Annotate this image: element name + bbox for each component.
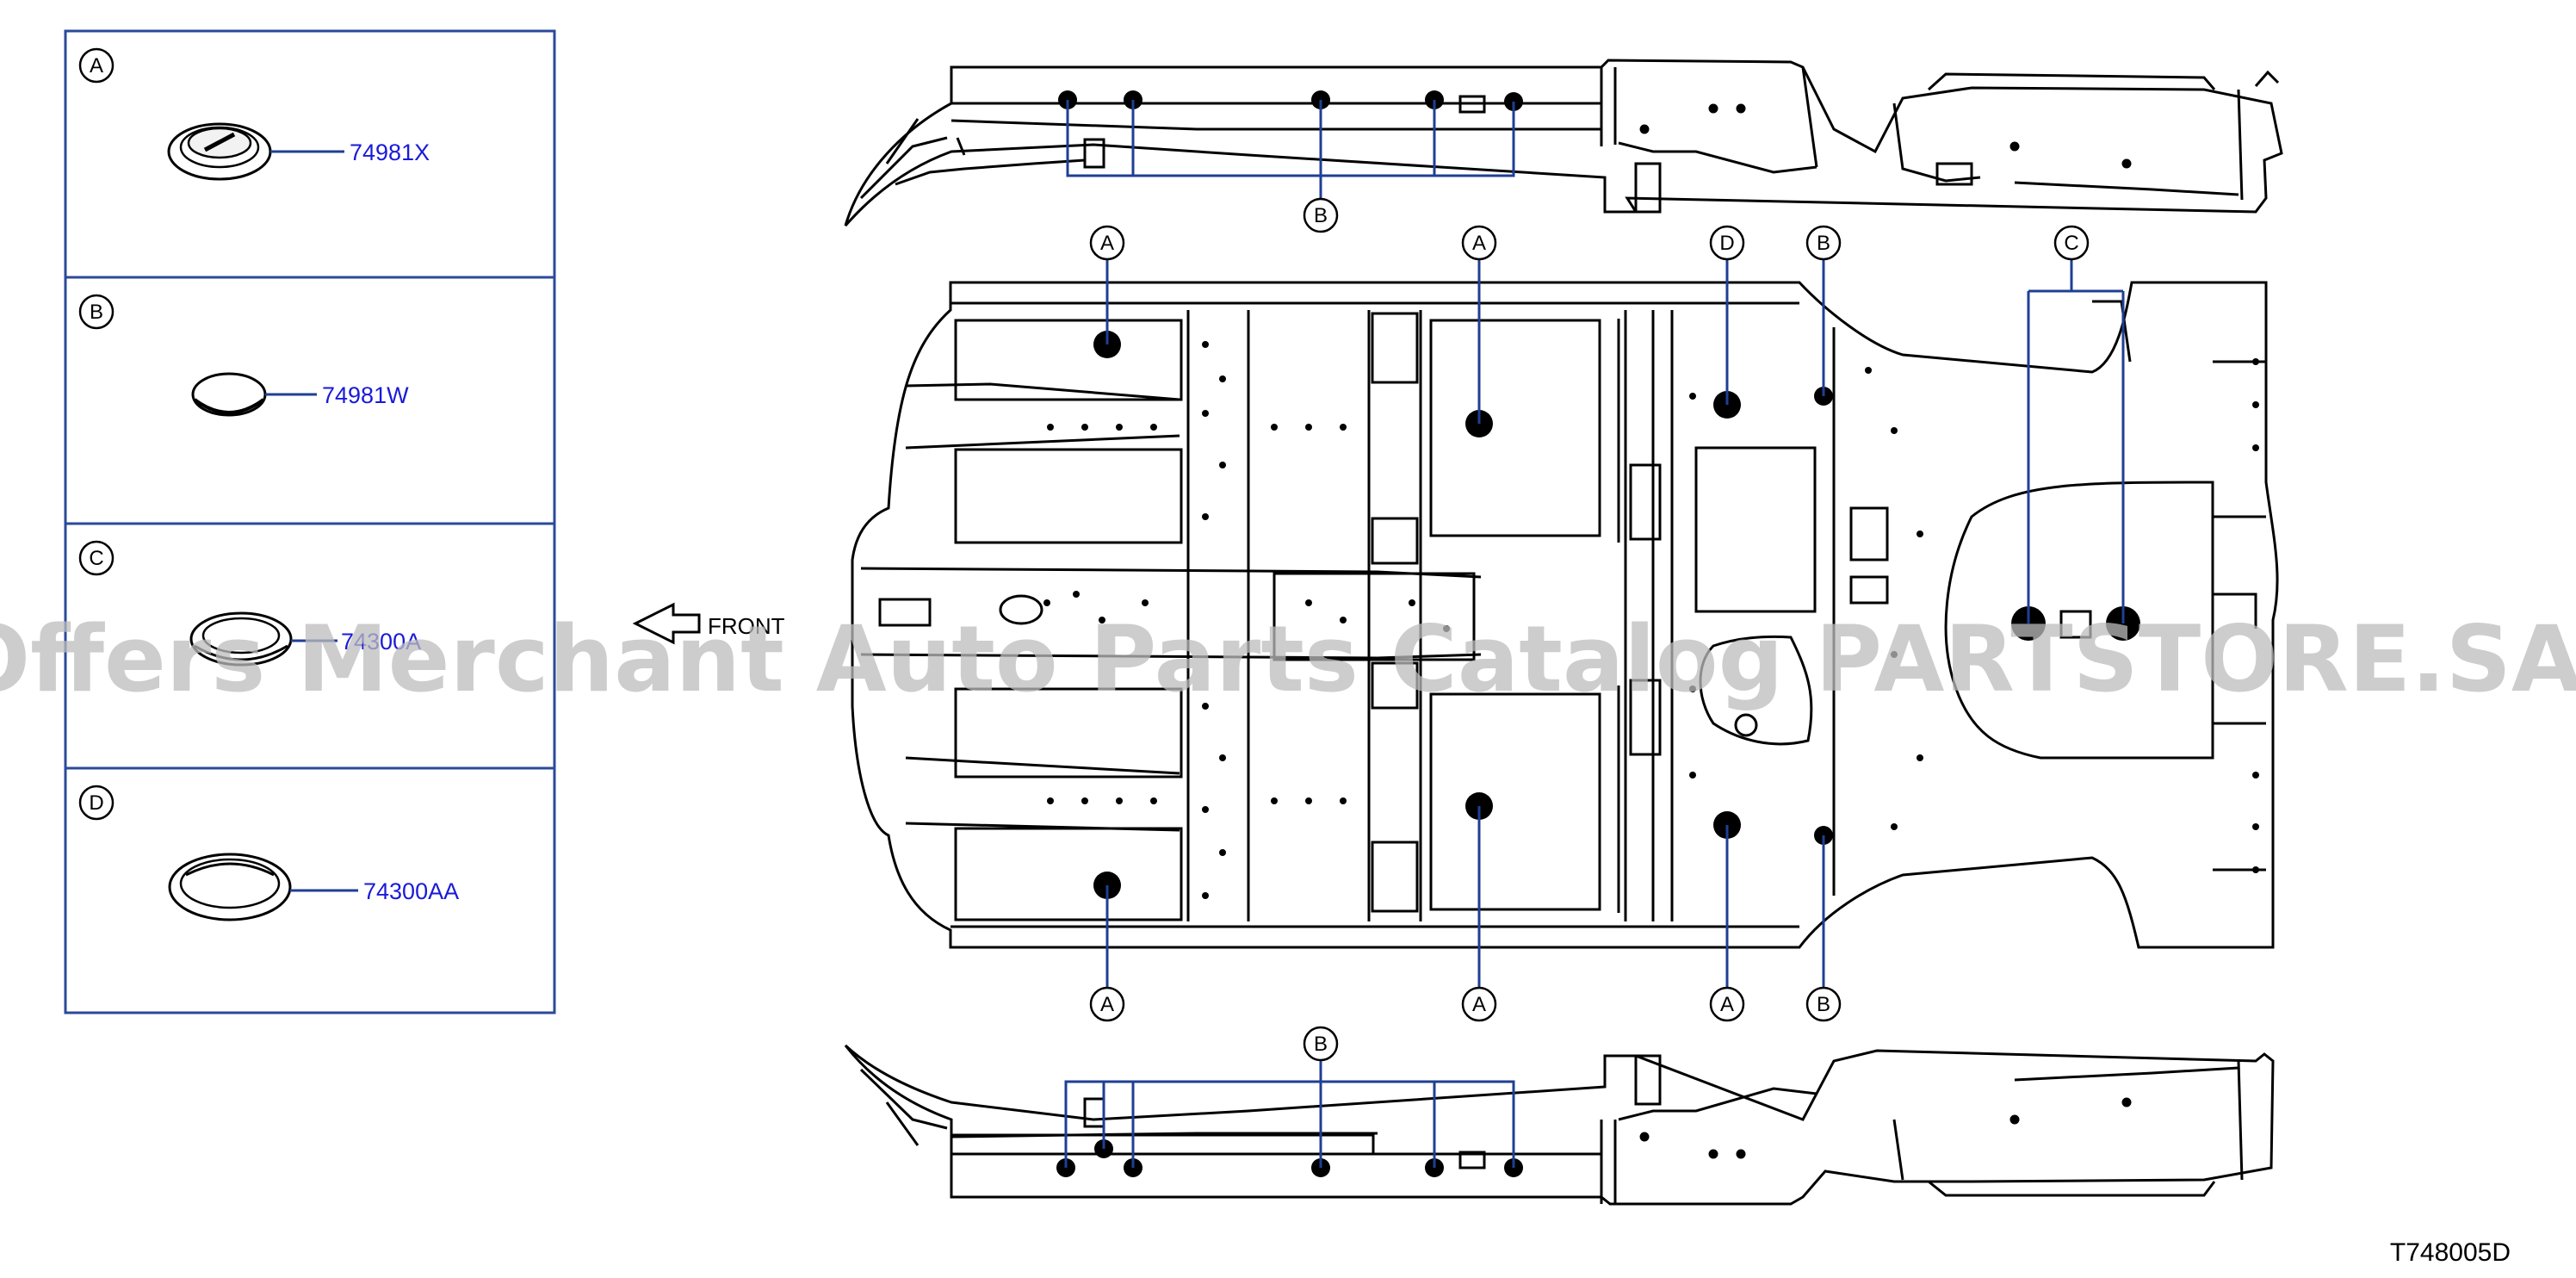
legend-item-b[interactable]: B 74981W <box>78 294 409 417</box>
legend-letter-circle <box>78 47 115 84</box>
svg-text:D: D <box>1719 232 1734 255</box>
part-number-label[interactable]: 74981X <box>350 140 430 165</box>
svg-text:A: A <box>1472 993 1486 1016</box>
legend-item-d[interactable]: D 74300AA <box>78 785 459 921</box>
legend-letter: C <box>89 547 103 570</box>
svg-text:B: B <box>1817 993 1830 1016</box>
legend-letter-circle <box>78 540 115 576</box>
floor-plan <box>851 281 2279 949</box>
callout-bottom-b[interactable]: B <box>1303 1026 1339 1062</box>
svg-text:C: C <box>2064 232 2078 255</box>
callout-top-b[interactable]: B <box>1303 197 1339 233</box>
svg-text:A: A <box>1100 993 1114 1016</box>
floor-plan-details <box>1043 341 2259 899</box>
svg-text:B: B <box>1817 232 1830 255</box>
svg-text:A: A <box>1720 993 1734 1016</box>
legend-letter-circle <box>78 785 115 821</box>
diagram-id-label: T748005D <box>2390 1238 2511 1267</box>
bottom-leaders <box>1064 1059 1515 1168</box>
svg-text:A: A <box>1472 232 1486 255</box>
front-label: FRONT <box>708 613 785 639</box>
legend-letter-circle <box>78 294 115 330</box>
svg-text:B: B <box>1314 1033 1328 1056</box>
part-number-label[interactable]: 74300A <box>341 629 421 655</box>
legend-panel: A 74981X B 74981W C <box>64 29 556 1014</box>
callouts-main-top[interactable]: A A D B C <box>1089 225 2090 261</box>
legend-item-a[interactable]: A 74981X <box>78 47 430 181</box>
svg-text:A: A <box>1100 232 1114 255</box>
legend-letter: B <box>90 301 103 324</box>
watermark-text: Offers Merchant Auto Parts Catalog PARTS… <box>0 606 2576 712</box>
svg-text:B: B <box>1314 204 1328 227</box>
arrow-left-icon <box>632 602 701 645</box>
grommet-d-icon <box>168 853 292 921</box>
legend-frame <box>64 29 556 1014</box>
grommet-a-icon <box>167 122 272 181</box>
grommet-c-icon <box>189 611 293 667</box>
top-leaders <box>1066 100 1515 198</box>
front-direction-indicator: FRONT <box>632 602 785 645</box>
floor-leaders <box>1105 260 2125 989</box>
top-grommet-markers <box>1058 90 1523 111</box>
callouts-main-bottom[interactable]: A A A B <box>1089 986 1842 1022</box>
part-number-label[interactable]: 74981W <box>322 382 409 408</box>
legend-item-c[interactable]: C 74300A <box>78 540 421 667</box>
part-number-label[interactable]: 74300AA <box>363 878 459 904</box>
bottom-grommet-markers <box>1056 1139 1523 1177</box>
legend-letter: A <box>90 54 103 78</box>
grommet-b-icon <box>191 372 267 417</box>
bottom-side-view <box>844 1044 2275 1206</box>
legend-letter: D <box>89 791 103 815</box>
top-side-view <box>844 59 2283 226</box>
